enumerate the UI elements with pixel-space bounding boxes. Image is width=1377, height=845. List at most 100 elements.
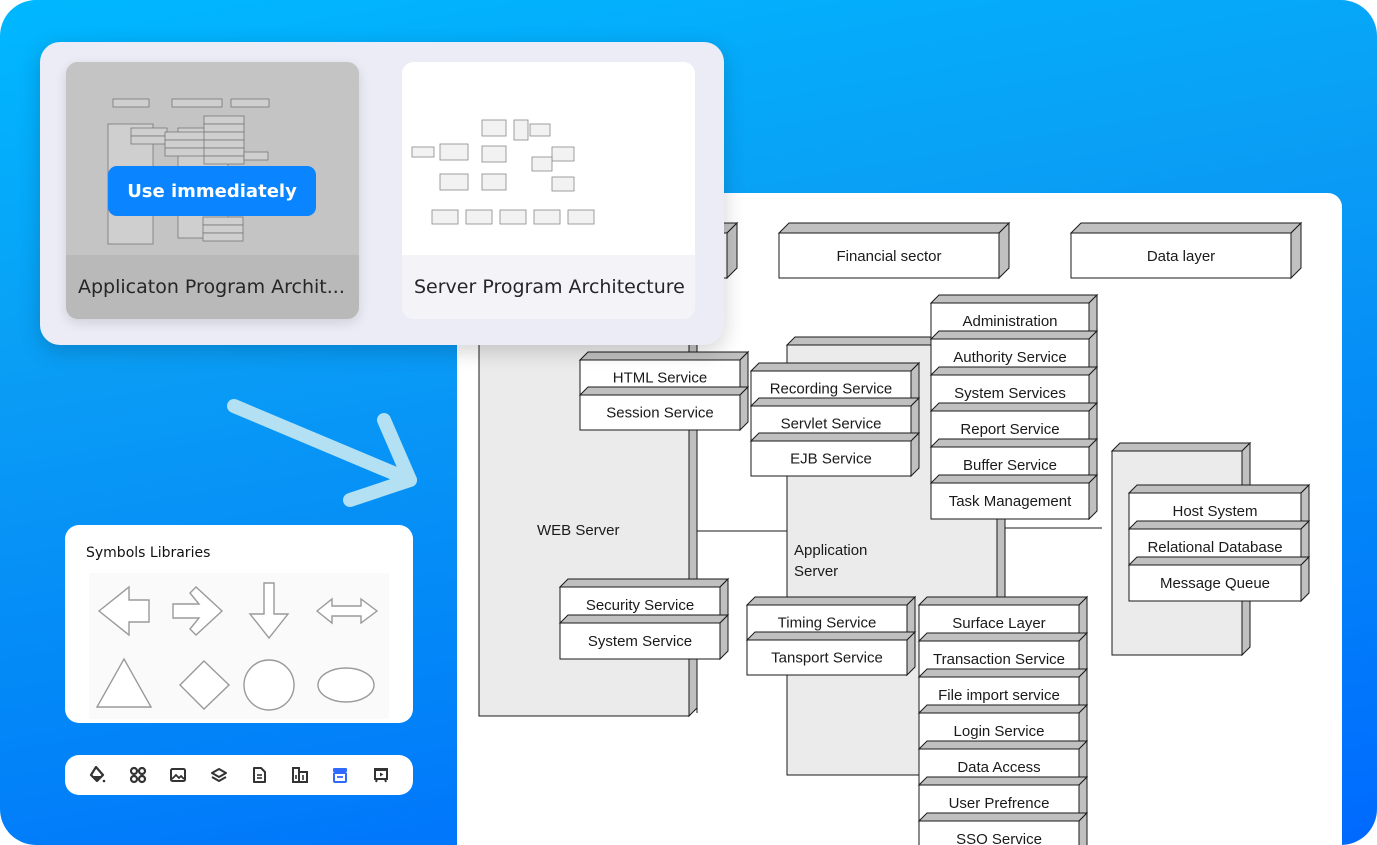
diagram-node[interactable] [929, 473, 1099, 521]
diagram-node-label: System Service [588, 633, 692, 650]
diagram-node-label: SSO Service [956, 831, 1042, 845]
layers-icon[interactable] [207, 763, 231, 787]
thumbnail-shape [465, 209, 493, 225]
diagram-node-label: Data layer [1147, 248, 1215, 265]
thumbnail-shape [551, 146, 575, 162]
surface-stack [917, 595, 1089, 845]
diagram-node-label: Servlet Service [781, 415, 882, 432]
diagram-node-label: Session Service [606, 404, 714, 421]
use-immediately-button[interactable]: Use immediately [108, 166, 316, 216]
thumbnail-shape [567, 209, 595, 225]
diagram-node-label: Financial sector [836, 248, 941, 265]
app-left-stack [749, 361, 921, 478]
diagram-node[interactable] [578, 385, 750, 432]
template-name: Server Program Architecture [402, 255, 695, 319]
thumbnail-shape [243, 151, 269, 161]
template-name: Applicaton Program Archit... [66, 255, 359, 319]
diagram-node[interactable] [1127, 555, 1311, 603]
diagram-node-label: Login Service [954, 723, 1045, 740]
application-server-label: Server [794, 563, 838, 580]
thumbnail-shape [171, 98, 223, 108]
thumbnail-shape [411, 146, 435, 158]
diagram-node-label: Report Service [960, 421, 1059, 438]
diagram-node-label: Security Service [586, 597, 694, 614]
thumbnail-shape [130, 135, 168, 145]
thumbnail-shape [533, 209, 561, 225]
thumbnail-shape [130, 127, 168, 137]
thumbnail-shape [431, 209, 459, 225]
diagram-node-label: Surface Layer [952, 615, 1045, 632]
thumbnail-shape [202, 224, 244, 234]
thumbnail-shape [112, 98, 150, 108]
diagram-node-data-layer[interactable] [1069, 221, 1303, 280]
symbol-ellipse[interactable] [317, 667, 375, 703]
symbol-left-arrow[interactable] [97, 585, 150, 637]
thumbnail-shape [513, 119, 529, 141]
thumbnail-shape [203, 131, 245, 141]
thumbnail-shape [531, 156, 553, 172]
symbols-grid [89, 573, 389, 719]
thumbnail-shape [230, 98, 270, 108]
fill-icon[interactable] [85, 763, 109, 787]
diagram-node-label: User Prefrence [949, 795, 1050, 812]
diagram-node-label: Data Access [957, 759, 1040, 776]
symbol-right-arrow[interactable] [172, 586, 224, 636]
thumbnail-shape [499, 209, 527, 225]
symbol-triangle[interactable] [95, 657, 153, 708]
diagram-node-label: Task Management [949, 493, 1072, 510]
web-bottom-stack [558, 577, 730, 661]
admin-stack [929, 293, 1099, 521]
thumbnail-shape [203, 123, 245, 133]
pointer-arrow-icon [227, 399, 417, 507]
symbol-diamond[interactable] [179, 660, 231, 710]
diagram-node[interactable] [749, 431, 921, 478]
timing-stack [745, 595, 917, 677]
thumbnail-shape [203, 147, 245, 157]
diagram-node-financial[interactable] [777, 221, 1011, 280]
template-thumbnail [66, 62, 359, 255]
thumbnail-shape [164, 131, 206, 141]
template-thumbnail [402, 62, 695, 255]
diagram-node-label: Timing Service [778, 614, 877, 631]
diagram-node-label: Recording Service [770, 380, 893, 397]
shapes-icon[interactable] [126, 763, 150, 787]
symbol-circle[interactable] [243, 659, 295, 711]
diagram-node-label: Buffer Service [963, 457, 1057, 474]
template-icon[interactable] [328, 763, 352, 787]
thumbnail-shape [529, 123, 551, 137]
diagram-node-label: Transaction Service [933, 651, 1065, 668]
thumbnail-shape [481, 119, 507, 137]
thumbnail-shape [203, 155, 245, 165]
thumbnail-shape [439, 143, 469, 161]
thumbnail-shape [481, 145, 507, 163]
diagram-node-label: Message Queue [1160, 575, 1270, 592]
diagram-node[interactable] [745, 630, 917, 677]
thumbnail-shape [203, 115, 245, 125]
diagram-node-label: Tansport Service [771, 649, 883, 666]
application-server-label: Application [794, 542, 867, 559]
image-icon[interactable] [166, 763, 190, 787]
diagram-node-label: Administration [962, 313, 1057, 330]
template-card-application[interactable]: Use immediately Applicaton Program Archi… [66, 62, 359, 319]
diagram-node[interactable] [558, 613, 730, 661]
template-card-server[interactable]: Server Program Architecture [402, 62, 695, 319]
symbol-down-arrow[interactable] [248, 582, 290, 640]
web-server-label: WEB Server [537, 522, 620, 539]
web-top-stack [578, 350, 750, 432]
symbols-library-title: Symbols Libraries [86, 545, 211, 561]
thumbnail-shape [164, 139, 206, 149]
thumbnail-shape [164, 147, 206, 157]
symbol-double-arrow[interactable] [315, 597, 379, 625]
diagram-node-label: System Services [954, 385, 1066, 402]
diagram-node-label: HTML Service [613, 369, 707, 386]
layout-icon[interactable] [288, 763, 312, 787]
presentation-icon[interactable] [369, 763, 393, 787]
diagram-node[interactable] [917, 811, 1089, 845]
bottom-toolbar [65, 755, 413, 795]
thumbnail-shape [551, 176, 575, 192]
thumbnail-shape [439, 173, 469, 191]
thumbnail-shape [202, 232, 244, 242]
thumbnail-shape [203, 139, 245, 149]
document-icon[interactable] [247, 763, 271, 787]
